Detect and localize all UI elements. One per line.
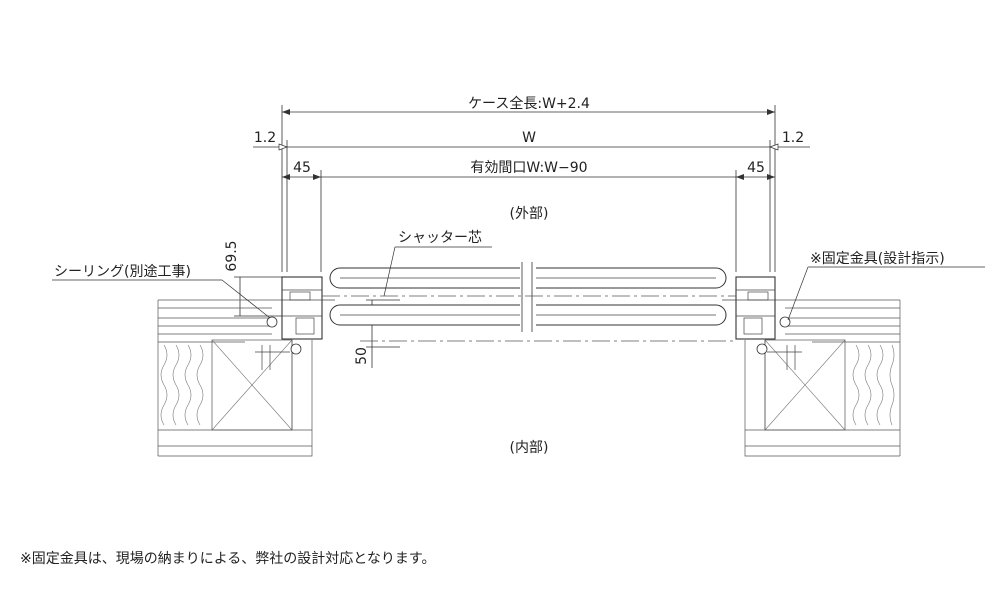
dimension-texts: ケース全長:W+2.4 W 1.2 1.2 45 45 有効間口W:W−90 6… <box>224 95 804 365</box>
region-texts: (外部) (内部) シャッター芯 シーリング(別途工事) ※固定金具(設計指示) <box>54 206 945 456</box>
height-695-label: 69.5 <box>224 240 240 271</box>
shutter-center-label: シャッター芯 <box>398 230 482 246</box>
exterior-label: (外部) <box>510 206 549 222</box>
center-lines <box>322 295 736 342</box>
left-wall-section <box>157 299 313 457</box>
shutter-slats <box>329 262 727 332</box>
interior-label: (内部) <box>510 440 549 456</box>
leaders <box>52 246 985 321</box>
fixing-bracket-label: ※固定金具(設計指示) <box>810 251 945 267</box>
footnote: ※固定金具は、現場の納まりによる、弊社の設計対応となります。 <box>20 551 436 567</box>
right-offset-label: 1.2 <box>782 130 804 146</box>
right-frame-label: 45 <box>747 160 765 176</box>
right-frame <box>722 276 791 355</box>
left-frame-label: 45 <box>293 160 311 176</box>
right-wall-section <box>744 299 901 457</box>
case-length-label: ケース全長:W+2.4 <box>468 95 590 112</box>
width-label: W <box>522 130 536 146</box>
dimension-lines <box>234 105 810 368</box>
sealing-label: シーリング(別途工事) <box>54 263 191 280</box>
depth-50-label: 50 <box>354 347 370 365</box>
left-offset-label: 1.2 <box>254 130 276 146</box>
effective-opening-label: 有効間口W:W−90 <box>470 160 587 176</box>
left-frame <box>266 276 335 355</box>
